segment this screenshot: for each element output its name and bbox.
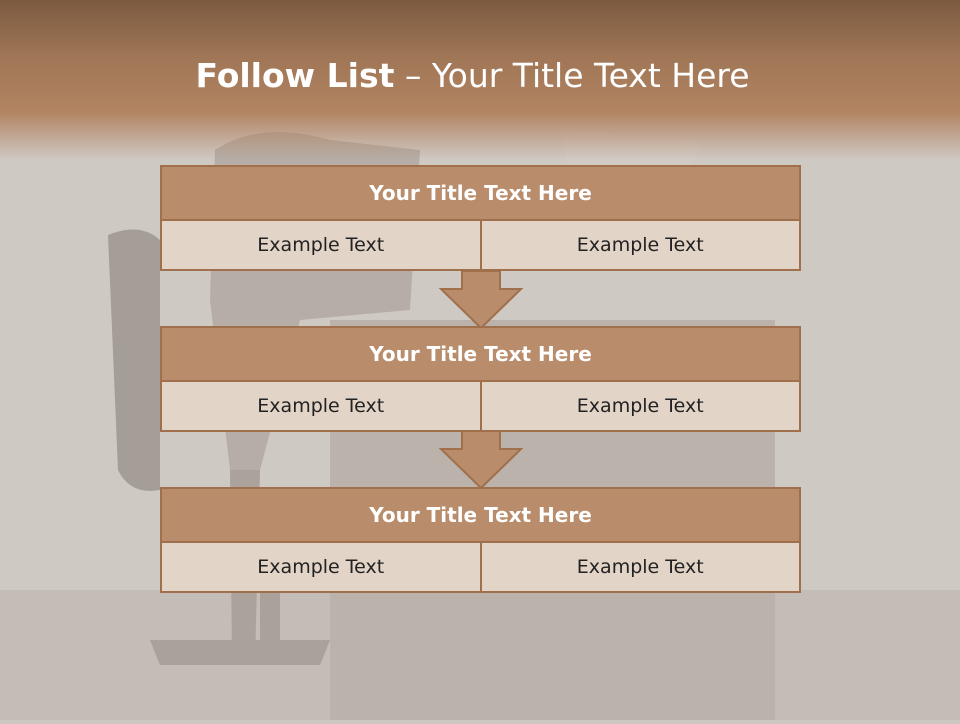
block-title[interactable]: Your Title Text Here xyxy=(160,165,801,221)
block-title[interactable]: Your Title Text Here xyxy=(160,487,801,543)
block-row: Example Text Example Text xyxy=(160,382,801,432)
down-arrow-icon xyxy=(438,271,524,329)
block-cell-right[interactable]: Example Text xyxy=(481,221,801,271)
block-title[interactable]: Your Title Text Here xyxy=(160,326,801,382)
block-row: Example Text Example Text xyxy=(160,221,801,271)
block-row: Example Text Example Text xyxy=(160,543,801,593)
block-cell-left[interactable]: Example Text xyxy=(160,221,482,271)
block-cell-left[interactable]: Example Text xyxy=(160,382,482,432)
slide-title: Follow List – Your Title Text Here xyxy=(0,56,945,95)
list-block-3: Your Title Text Here Example Text Exampl… xyxy=(160,487,801,593)
down-arrow-icon xyxy=(438,431,524,489)
block-cell-left[interactable]: Example Text xyxy=(160,543,482,593)
block-cell-right[interactable]: Example Text xyxy=(481,382,801,432)
header-band xyxy=(0,0,960,160)
block-cell-right[interactable]: Example Text xyxy=(481,543,801,593)
slide-title-rest: – Your Title Text Here xyxy=(394,56,750,95)
list-block-1: Your Title Text Here Example Text Exampl… xyxy=(160,165,801,271)
slide-title-bold: Follow List xyxy=(195,56,395,95)
list-block-2: Your Title Text Here Example Text Exampl… xyxy=(160,326,801,432)
